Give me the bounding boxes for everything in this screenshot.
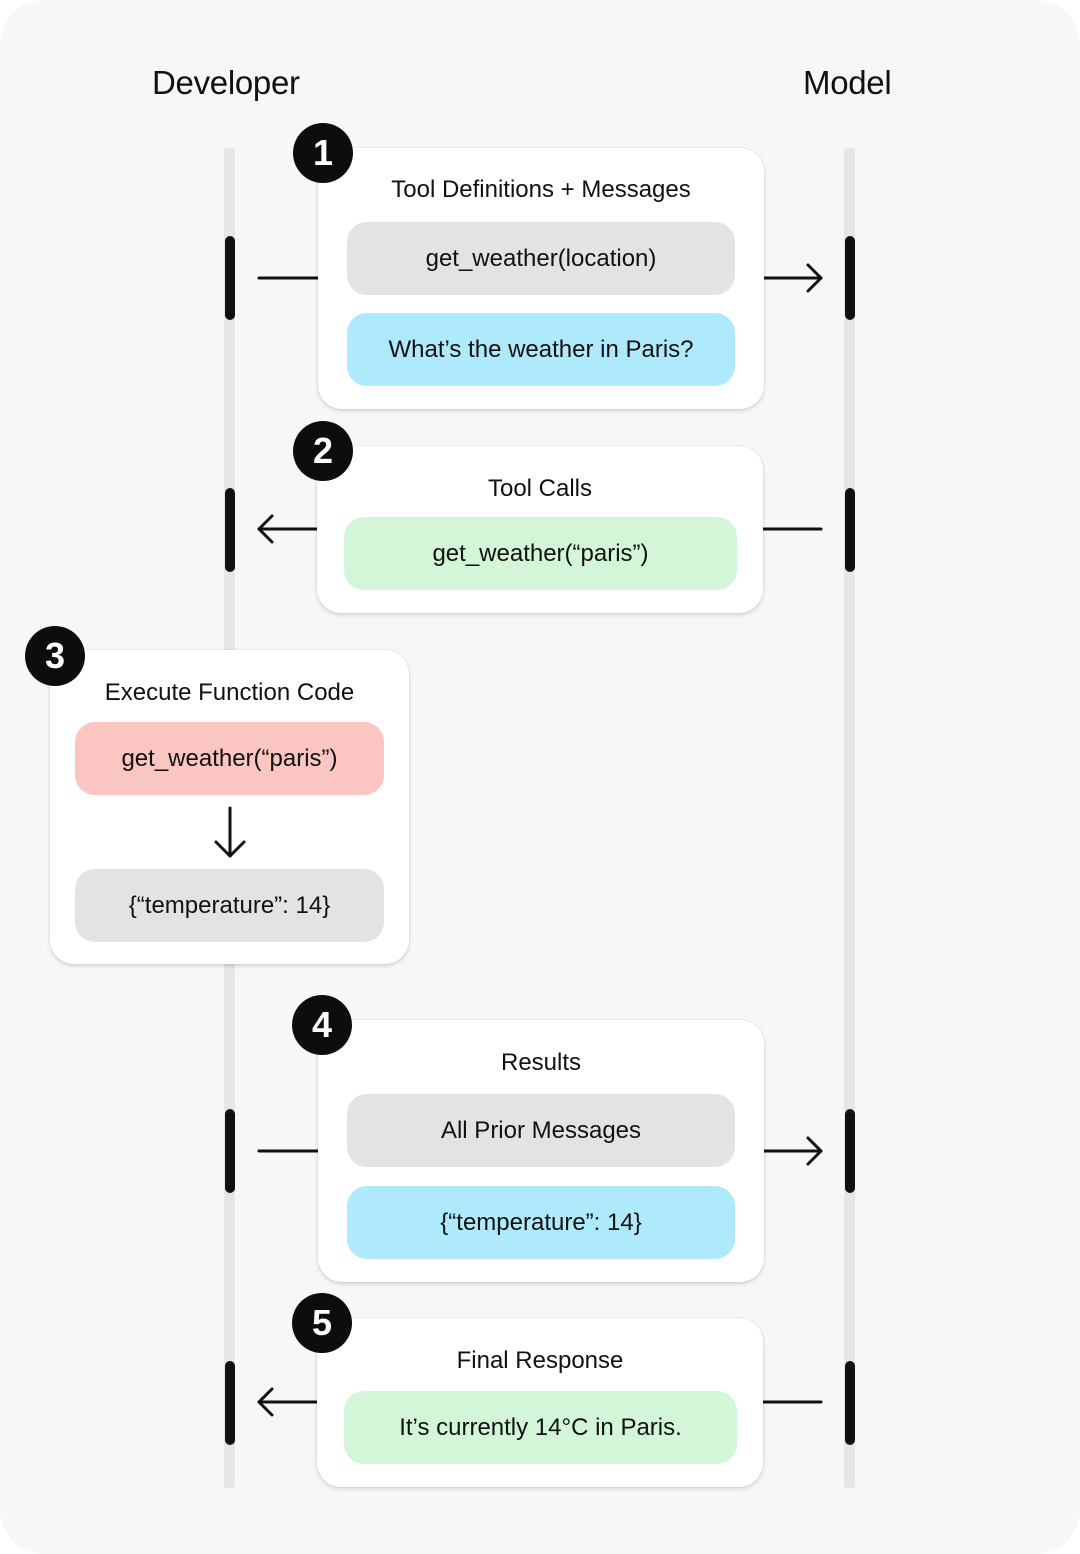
step-5-card: Final Response It’s currently 14°C in Pa…: [317, 1318, 763, 1487]
step-2-tool-call: get_weather(“paris”): [344, 517, 737, 590]
step-5-title: Final Response: [456, 1347, 624, 1374]
model-activation-1: [845, 236, 855, 320]
step-1-card: Tool Definitions + Messages get_weather(…: [318, 148, 764, 409]
step-5-final-response: It’s currently 14°C in Paris.: [344, 1391, 737, 1464]
step-1-arrow-head: [806, 263, 823, 293]
step-4-badge: 4: [292, 995, 352, 1055]
step-5-arrow-head: [257, 1387, 274, 1417]
step-3-card: Execute Function Code get_weather(“paris…: [50, 650, 409, 964]
developer-activation-4: [225, 1109, 235, 1193]
developer-activation-5: [225, 1361, 235, 1445]
step-3-function-call: get_weather(“paris”): [75, 722, 384, 795]
step-2-arrow-head: [257, 514, 274, 544]
step-1-user-message: What’s the weather in Paris?: [347, 313, 735, 386]
step-3-down-arrow: [214, 806, 246, 858]
step-1-badge: 1: [293, 123, 353, 183]
step-1-tool-definition: get_weather(location): [347, 222, 735, 295]
model-activation-5: [845, 1361, 855, 1445]
step-3-function-result: {“temperature”: 14}: [75, 869, 384, 942]
model-activation-2: [845, 488, 855, 572]
developer-activation-1: [225, 236, 235, 320]
step-1-title: Tool Definitions + Messages: [391, 176, 691, 203]
step-4-prior-messages: All Prior Messages: [347, 1094, 735, 1167]
step-5-badge: 5: [292, 1293, 352, 1353]
step-3-title: Execute Function Code: [104, 679, 355, 706]
developer-activation-2: [225, 488, 235, 572]
step-2-card: Tool Calls get_weather(“paris”): [317, 446, 763, 613]
step-2-title: Tool Calls: [487, 475, 593, 502]
model-lane-title: Model: [803, 64, 892, 101]
step-2-badge: 2: [293, 421, 353, 481]
step-3-badge: 3: [25, 626, 85, 686]
model-activation-4: [845, 1109, 855, 1193]
step-4-title: Results: [500, 1049, 582, 1076]
step-4-result-payload: {“temperature”: 14}: [347, 1186, 735, 1259]
model-lifeline: [844, 148, 855, 1488]
step-4-card: Results All Prior Messages {“temperature…: [318, 1020, 764, 1282]
step-4-arrow-head: [806, 1136, 823, 1166]
developer-lane-title: Developer: [152, 64, 300, 101]
